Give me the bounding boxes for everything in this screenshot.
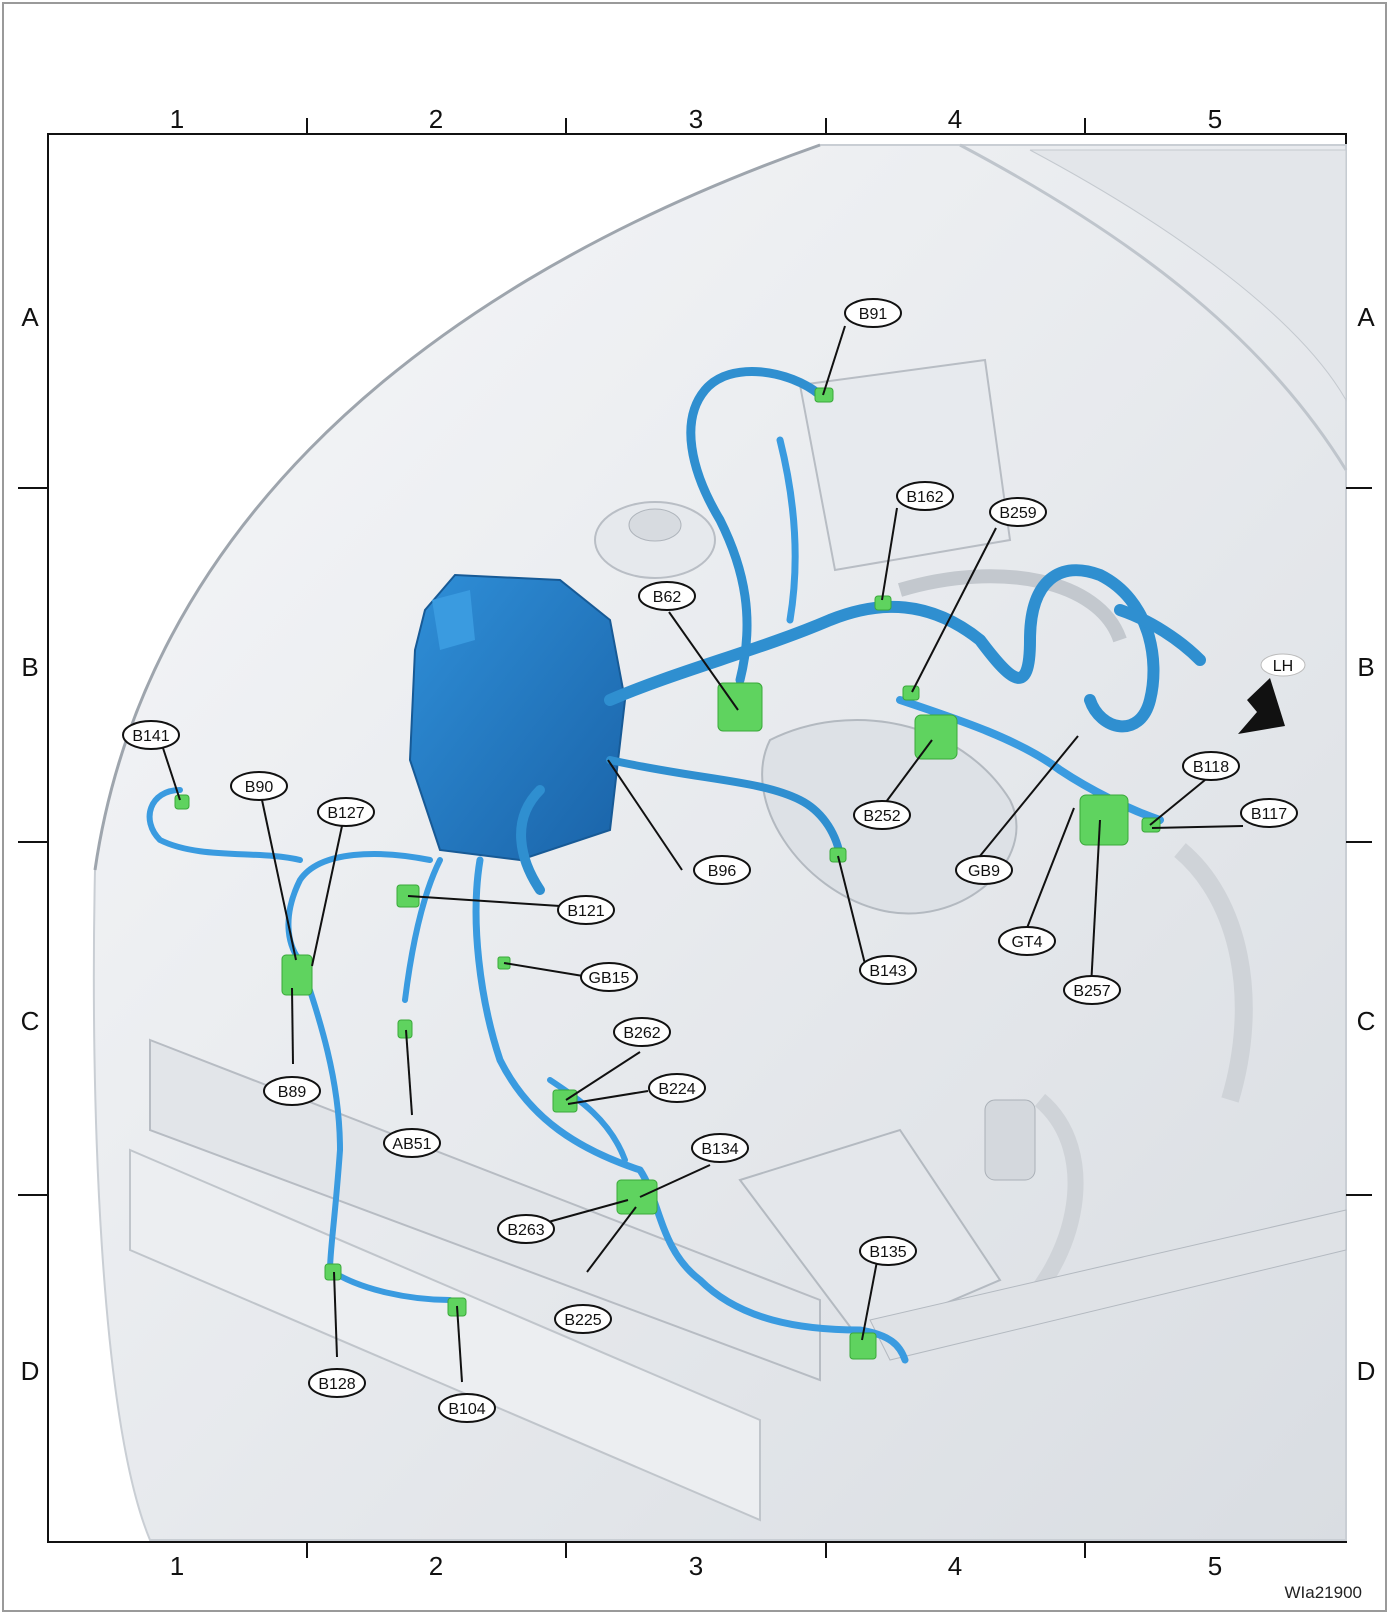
column-label: 5: [1208, 104, 1222, 134]
callout-label: B162: [906, 489, 943, 506]
callout-label: B135: [869, 1244, 906, 1261]
direction-label: LH: [1273, 658, 1293, 675]
connector-B141: [174, 794, 190, 810]
leader-lines: [162, 325, 1244, 1383]
callout-label: B91: [859, 306, 888, 323]
connector-B257: [1079, 794, 1129, 846]
column-label: 1: [170, 1551, 184, 1581]
callout-B135: B135: [859, 1236, 917, 1266]
connector-B252: [914, 714, 958, 760]
figure-code: WIa21900: [1285, 1583, 1363, 1602]
connector-B62: [717, 682, 763, 732]
callout-label: B121: [567, 903, 604, 920]
callout-B252: B252: [853, 800, 911, 830]
connector-B262: [552, 1089, 578, 1113]
grid-column-labels-top: 1 2 3 4 5: [170, 104, 1222, 134]
callout-label: B128: [318, 1376, 355, 1393]
callout-label: B141: [132, 728, 169, 745]
grid-ticks: [18, 118, 1372, 1558]
row-label: B: [1357, 652, 1374, 682]
callout-label: B134: [701, 1141, 738, 1158]
connector-B143: [829, 847, 847, 863]
relay-box: [408, 573, 627, 862]
row-label: C: [21, 1006, 40, 1036]
grid-row-labels-left: A B C D: [21, 302, 40, 1386]
callout-B90: B90: [230, 771, 288, 801]
callout-B259: B259: [989, 497, 1047, 527]
callout-B117: B117: [1240, 798, 1298, 828]
callout-label: B90: [245, 779, 274, 796]
column-label: 4: [948, 104, 962, 134]
row-label: C: [1357, 1006, 1376, 1036]
callout-label: GB15: [589, 970, 630, 987]
callout-label: B252: [863, 808, 900, 825]
callout-label: B89: [278, 1084, 307, 1101]
callout-label: B143: [869, 963, 906, 980]
callout-label: B62: [653, 589, 682, 606]
row-label: D: [1357, 1356, 1376, 1386]
callout-label: B96: [708, 863, 737, 880]
callout-label: GB9: [968, 863, 1000, 880]
row-label: D: [21, 1356, 40, 1386]
callouts: B91 B162 B259 B62 B141 B90 B127 B252 B11…: [122, 298, 1298, 1423]
callout-label: B104: [448, 1401, 485, 1418]
callout-label: B262: [623, 1025, 660, 1042]
direction-indicator: LH: [1238, 653, 1306, 734]
callout-B128: B128: [308, 1368, 366, 1398]
grid-column-labels-bottom: 1 2 3 4 5: [170, 1551, 1222, 1581]
connector-B127: [281, 954, 313, 996]
callout-label: B117: [1251, 806, 1287, 823]
callout-label: AB51: [392, 1136, 431, 1153]
callout-GB15: GB15: [580, 962, 638, 992]
callout-GT4: GT4: [998, 926, 1056, 956]
callout-label: B127: [327, 805, 364, 822]
connector-B134: [616, 1179, 658, 1215]
callout-B104: B104: [438, 1393, 496, 1423]
column-label: 5: [1208, 1551, 1222, 1581]
callout-AB51: AB51: [383, 1128, 441, 1158]
callout-B91: B91: [844, 298, 902, 328]
row-label: A: [21, 302, 39, 332]
callout-label: B263: [507, 1222, 544, 1239]
callout-B127: B127: [317, 797, 375, 827]
callout-B96: B96: [693, 855, 751, 885]
callout-label: GT4: [1011, 934, 1042, 951]
callout-B263: B263: [497, 1214, 555, 1244]
callout-B118: B118: [1182, 751, 1240, 781]
callout-B141: B141: [122, 720, 180, 750]
callout-label: B224: [658, 1081, 695, 1098]
callout-B162: B162: [896, 481, 954, 511]
callout-label: B259: [999, 505, 1036, 522]
connector-AB51: [397, 1019, 413, 1039]
row-label: A: [1357, 302, 1375, 332]
callout-B257: B257: [1063, 975, 1121, 1005]
callout-B134: B134: [691, 1133, 749, 1163]
callout-B262: B262: [613, 1017, 671, 1047]
callout-B121: B121: [557, 895, 615, 925]
column-label: 1: [170, 104, 184, 134]
callout-B62: B62: [638, 581, 696, 611]
column-label: 2: [429, 104, 443, 134]
connector-B128: [324, 1263, 342, 1281]
row-label: B: [21, 652, 38, 682]
callout-label: B225: [564, 1312, 601, 1329]
column-label: 3: [689, 1551, 703, 1581]
callout-B89: B89: [263, 1076, 321, 1106]
column-label: 2: [429, 1551, 443, 1581]
column-label: 4: [948, 1551, 962, 1581]
column-label: 3: [689, 104, 703, 134]
grid-row-labels-right: A B C D: [1357, 302, 1376, 1386]
callout-label: B257: [1073, 983, 1110, 1000]
direction-arrow-icon: [1238, 678, 1285, 734]
callout-B225: B225: [554, 1304, 612, 1334]
callout-GB9: GB9: [955, 855, 1013, 885]
callout-B143: B143: [859, 955, 917, 985]
callout-label: B118: [1193, 759, 1229, 776]
connector-B259: [902, 685, 920, 701]
engine-bay-illustration: [92, 143, 1348, 1541]
callout-B224: B224: [648, 1073, 706, 1103]
